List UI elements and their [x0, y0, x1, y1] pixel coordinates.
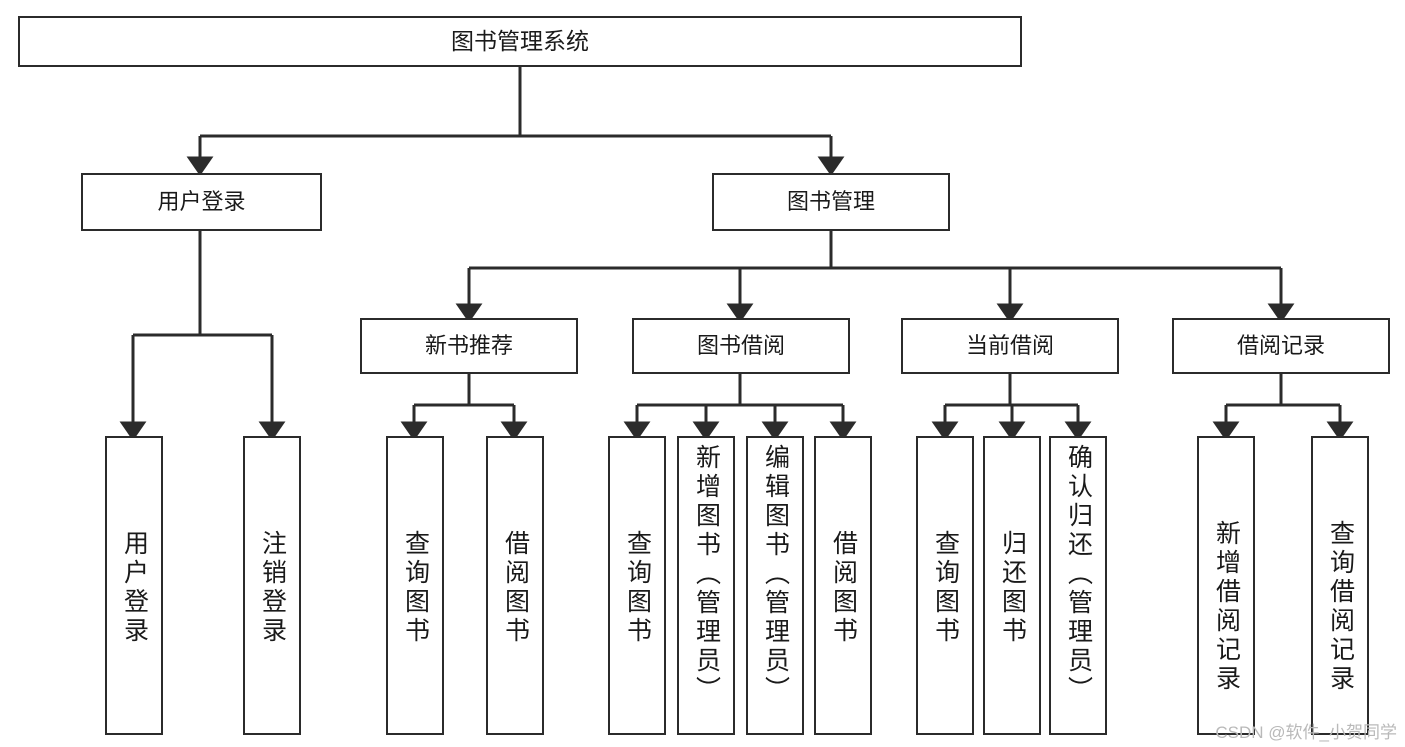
leaf-label: 借阅图书: [501, 530, 530, 646]
leaf-label: 用户登录: [120, 530, 149, 646]
leaf-book-borrow-borrow-book[interactable]: 借阅图书: [814, 436, 872, 735]
leaf-label: 查询图书: [931, 530, 960, 646]
node-root-label: 图书管理系统: [451, 27, 589, 54]
leaf-label: 编辑图书（管理员）: [761, 444, 790, 705]
leaf-current-borrow-query-book[interactable]: 查询图书: [916, 436, 974, 735]
leaf-current-borrow-confirm-return-admin[interactable]: 确认归还（管理员）: [1049, 436, 1107, 735]
node-current-borrow-label: 当前借阅: [965, 332, 1054, 358]
leaf-book-borrow-edit-book-admin[interactable]: 编辑图书（管理员）: [746, 436, 804, 735]
watermark: CSDN @软件_小贺同学: [1215, 723, 1397, 742]
leaf-new-book-query-book[interactable]: 查询图书: [386, 436, 444, 735]
node-book-borrow-label: 图书借阅: [696, 332, 785, 358]
leaf-user-login-login[interactable]: 用户登录: [105, 436, 163, 735]
leaf-borrow-record-query-record[interactable]: 查询借阅记录: [1311, 436, 1369, 735]
node-root[interactable]: 图书管理系统: [18, 16, 1022, 67]
leaf-current-borrow-return-book[interactable]: 归还图书: [983, 436, 1041, 735]
leaf-label: 归还图书: [998, 530, 1027, 646]
leaf-label: 新增借阅记录: [1212, 520, 1241, 694]
node-book-borrow[interactable]: 图书借阅: [632, 318, 850, 374]
node-user-login-label: 用户登录: [157, 188, 246, 214]
node-current-borrow[interactable]: 当前借阅: [901, 318, 1119, 374]
leaf-label: 查询图书: [401, 530, 430, 646]
node-user-login[interactable]: 用户登录: [81, 173, 322, 231]
leaf-label: 查询借阅记录: [1326, 520, 1355, 694]
node-book-manage-label: 图书管理: [786, 188, 875, 214]
node-book-manage[interactable]: 图书管理: [712, 173, 950, 231]
leaf-book-borrow-query-book[interactable]: 查询图书: [608, 436, 666, 735]
leaf-label: 新增图书（管理员）: [692, 444, 721, 705]
leaf-label: 查询图书: [623, 530, 652, 646]
leaf-label: 确认归还（管理员）: [1064, 444, 1093, 705]
node-borrow-record-label: 借阅记录: [1236, 332, 1325, 358]
leaf-user-login-logout[interactable]: 注销登录: [243, 436, 301, 735]
node-new-book-recommend[interactable]: 新书推荐: [360, 318, 578, 374]
node-borrow-record[interactable]: 借阅记录: [1172, 318, 1390, 374]
node-new-book-recommend-label: 新书推荐: [424, 332, 513, 358]
leaf-borrow-record-add-record[interactable]: 新增借阅记录: [1197, 436, 1255, 735]
leaf-book-borrow-add-book-admin[interactable]: 新增图书（管理员）: [677, 436, 735, 735]
leaf-new-book-borrow-book[interactable]: 借阅图书: [486, 436, 544, 735]
leaf-label: 借阅图书: [829, 530, 858, 646]
leaf-label: 注销登录: [258, 530, 287, 646]
